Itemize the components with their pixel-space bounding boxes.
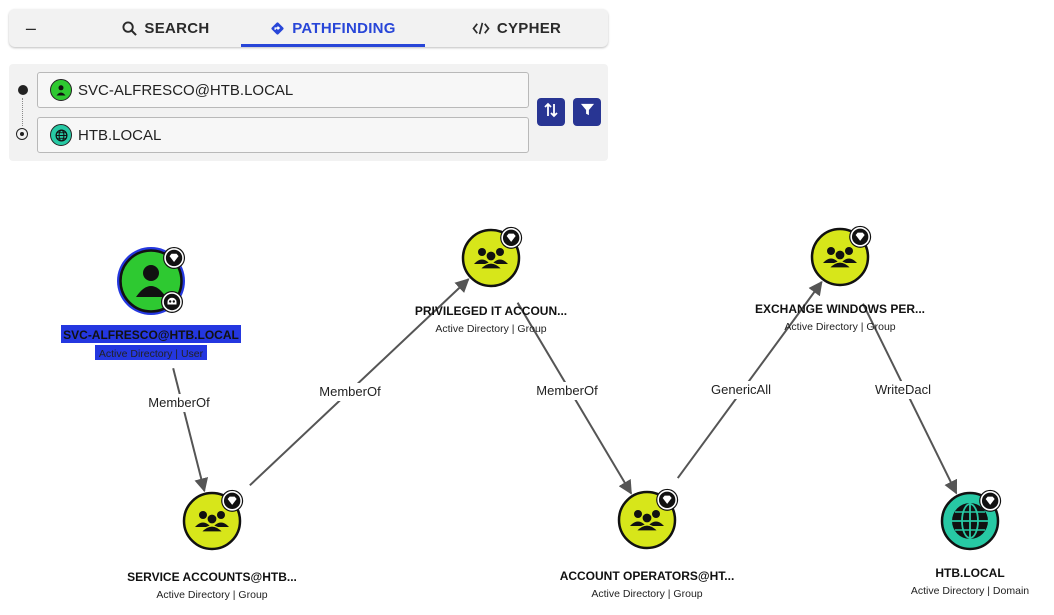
graph-node-ao[interactable]: ACCOUNT OPERATORS@HT... Active Directory … <box>560 488 735 600</box>
high-value-gem-icon <box>499 226 523 250</box>
node-title: EXCHANGE WINDOWS PER... <box>755 302 925 316</box>
tab-search-label: SEARCH <box>144 19 210 37</box>
high-value-gem-icon <box>848 225 872 249</box>
collapse-button[interactable]: – <box>25 17 37 38</box>
edge-label: MemberOf <box>148 395 210 410</box>
tab-search[interactable]: SEARCH <box>91 9 241 47</box>
node-subtitle: Active Directory | Group <box>435 323 546 335</box>
edge-label: MemberOf <box>319 384 381 399</box>
graph-edge[interactable]: MemberOf <box>516 302 632 495</box>
node-title: SERVICE ACCOUNTS@HTB... <box>127 570 297 584</box>
graph-node-svc[interactable]: SVC-ALFRESCO@HTB.LOCAL Active Directory |… <box>61 246 241 360</box>
route-icon <box>270 21 285 36</box>
node-title: PRIVILEGED IT ACCOUN... <box>415 304 567 318</box>
user-icon <box>136 265 166 297</box>
node-title: SVC-ALFRESCO@HTB.LOCAL <box>63 328 239 342</box>
start-node-value: SVC-ALFRESCO@HTB.LOCAL <box>78 81 294 99</box>
globe-icon <box>50 124 72 146</box>
graph-edge[interactable]: GenericAll <box>676 280 823 479</box>
graph-node-pit[interactable]: PRIVILEGED IT ACCOUN... Active Directory … <box>415 226 567 335</box>
edge-label: GenericAll <box>711 382 771 397</box>
graph-node-dom[interactable]: HTB.LOCAL Active Directory | Domain <box>911 489 1029 597</box>
start-node-input[interactable]: SVC-ALFRESCO@HTB.LOCAL <box>37 72 529 108</box>
node-subtitle: Active Directory | Domain <box>911 585 1029 597</box>
node-subtitle: Active Directory | User <box>99 348 204 360</box>
tab-pathfinding-label: PATHFINDING <box>292 19 396 37</box>
path-connector <box>22 98 23 126</box>
edge-arrow[interactable] <box>172 367 209 493</box>
edge-label: MemberOf <box>536 383 598 398</box>
edge-label: WriteDacl <box>875 382 931 397</box>
high-value-gem-icon <box>655 488 679 512</box>
edge-arrow[interactable] <box>249 278 470 487</box>
code-icon <box>472 21 490 36</box>
explore-tab-bar: – SEARCH PATHFINDING CYPHER <box>9 9 608 47</box>
node-subtitle: Active Directory | Group <box>591 588 702 600</box>
tab-cypher-label: CYPHER <box>496 19 562 37</box>
filter-icon <box>580 102 595 122</box>
user-icon <box>50 79 72 101</box>
swap-button[interactable] <box>537 98 565 126</box>
graph-edge[interactable]: MemberOf <box>249 278 470 487</box>
node-title: ACCOUNT OPERATORS@HT... <box>560 569 735 583</box>
tab-cypher[interactable]: CYPHER <box>425 9 608 47</box>
start-node-marker <box>18 85 28 95</box>
edge-filter-button[interactable] <box>573 98 601 126</box>
graph-node-ewp[interactable]: EXCHANGE WINDOWS PER... Active Directory … <box>755 225 925 333</box>
globe-icon <box>952 503 988 539</box>
edge-arrow[interactable] <box>676 280 823 479</box>
graph-edge[interactable]: MemberOf <box>147 367 211 493</box>
node-subtitle: Active Directory | Group <box>784 321 895 333</box>
node-title: HTB.LOCAL <box>935 566 1004 580</box>
target-node-value: HTB.LOCAL <box>78 126 162 144</box>
tab-pathfinding[interactable]: PATHFINDING <box>241 9 425 47</box>
high-value-gem-icon <box>162 246 186 270</box>
graph-node-sa[interactable]: SERVICE ACCOUNTS@HTB... Active Directory … <box>127 489 297 601</box>
high-value-gem-icon <box>978 489 1002 513</box>
node-subtitle: Active Directory | Group <box>156 589 267 601</box>
target-node-marker <box>16 128 28 140</box>
target-node-input[interactable]: HTB.LOCAL <box>37 117 529 153</box>
search-icon <box>122 20 138 36</box>
high-value-gem-icon <box>220 489 244 513</box>
graph-edge[interactable]: WriteDacl <box>862 303 958 495</box>
owned-skull-icon <box>161 291 183 313</box>
pathfinding-panel: SVC-ALFRESCO@HTB.LOCAL HTB.LOCAL <box>9 64 608 161</box>
swap-arrows-icon <box>543 102 559 123</box>
